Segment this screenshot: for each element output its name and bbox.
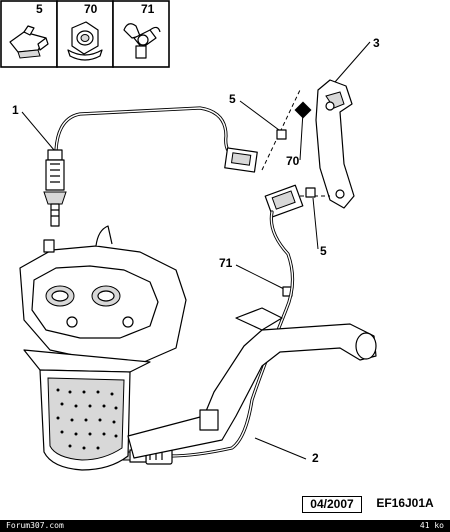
exhaust-manifold — [19, 225, 187, 363]
diagram-code: EF16J01A — [376, 496, 434, 510]
clip-icon — [9, 25, 49, 59]
callout-70: 70 — [286, 154, 300, 168]
legend: 5 70 71 — [0, 0, 170, 68]
legend-number-71: 71 — [141, 2, 155, 16]
nut-icon — [67, 21, 103, 61]
callout-2: 2 — [312, 451, 319, 465]
file-size: 41 ko — [419, 521, 444, 530]
bracket-nut — [294, 101, 312, 119]
parts-diagram: 5 70 71 1 2 3 5 5 70 71 — [0, 0, 380, 471]
callout-3: 3 — [373, 36, 380, 50]
leader-lines — [21, 41, 371, 460]
legend-number-5: 5 — [36, 2, 43, 16]
footer-bar: Forum307.com 41 ko — [0, 520, 450, 532]
clip-square-lower — [305, 187, 316, 198]
upstream-sensor — [43, 106, 258, 227]
exhaust-pipe — [127, 307, 377, 459]
catalytic-converter — [23, 349, 151, 471]
callout-5-upper: 5 — [229, 92, 236, 106]
callout-71: 71 — [219, 256, 233, 270]
callout-5-lower: 5 — [320, 244, 327, 258]
cable-clip-icon — [123, 23, 161, 59]
site-watermark: Forum307.com — [6, 521, 64, 530]
legend-number-70: 70 — [84, 2, 98, 16]
callout-1: 1 — [12, 103, 19, 117]
bracket — [315, 79, 355, 209]
clip-square-upper — [276, 129, 287, 140]
date-reference: 04/2007 — [302, 496, 362, 513]
